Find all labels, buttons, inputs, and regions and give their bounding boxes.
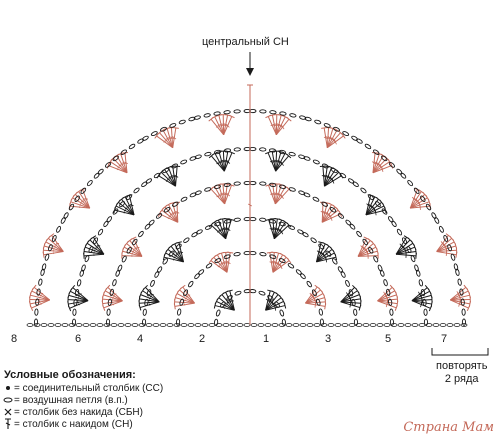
- legend-item-single-crochet: = столбик без накида (СБН): [2, 406, 302, 418]
- legend-title: Условные обозначения:: [4, 369, 136, 381]
- legend: Условные обозначения: = соединительный с…: [2, 368, 302, 430]
- legend-item-chain: = воздушная петля (в.п.): [2, 394, 302, 406]
- repeat-note-line-1: повторять: [436, 360, 488, 372]
- row-number-1: 1: [262, 333, 270, 345]
- legend-text-double-crochet: = столбик с накидом (СН): [14, 418, 133, 430]
- center-arrow-icon: [246, 52, 254, 76]
- dot-icon: [6, 386, 10, 390]
- row-number-4: 4: [136, 333, 144, 345]
- repeat-bracket: [431, 348, 489, 356]
- row-number-3: 3: [324, 333, 332, 345]
- legend-text-single-crochet: = столбик без накида (СБН): [14, 406, 143, 418]
- t-stitch-icon: [5, 418, 11, 429]
- stitch-layer: [26, 84, 471, 327]
- row-number-7: 7: [440, 333, 448, 345]
- repeat-note: повторять 2 ряда: [436, 360, 487, 386]
- row-number-2: 2: [198, 333, 206, 345]
- legend-item-slip-stitch: = соединительный столбик (СС): [2, 382, 302, 394]
- center-stitch-label: центральный СН: [202, 36, 289, 48]
- chain-oval-icon: [3, 397, 13, 403]
- legend-text-chain: = воздушная петля (в.п.): [14, 394, 128, 406]
- repeat-note-line-2: 2 ряда: [444, 373, 479, 385]
- row-number-8: 8: [10, 333, 18, 345]
- legend-item-double-crochet: = столбик с накидом (СН): [2, 418, 302, 430]
- row-number-6: 6: [74, 333, 82, 345]
- x-cross-icon: [4, 408, 12, 416]
- legend-text-slip-stitch: = соединительный столбик (СС): [14, 382, 164, 394]
- watermark-logo: Страна Мам: [403, 420, 494, 435]
- row-number-5: 5: [384, 333, 392, 345]
